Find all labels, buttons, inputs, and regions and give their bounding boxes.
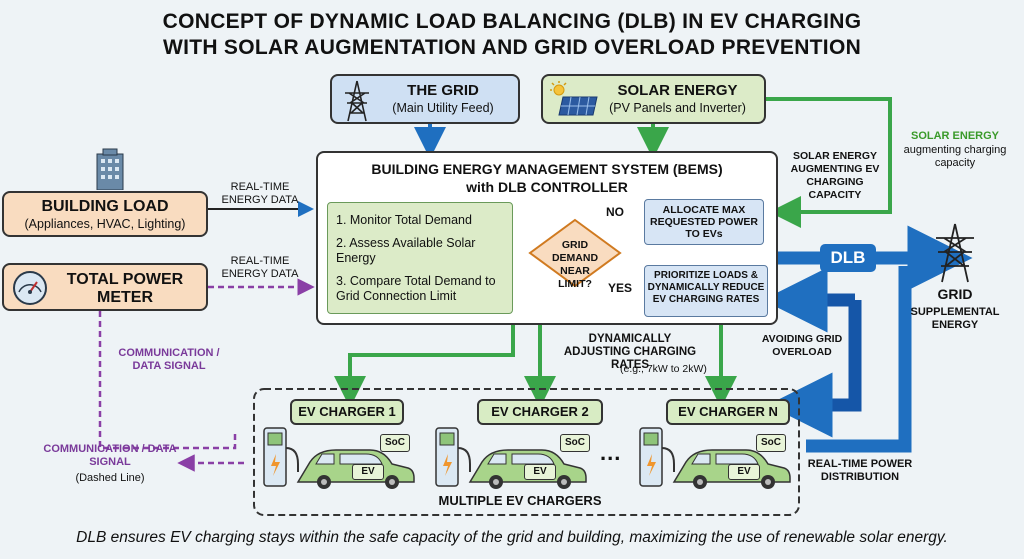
power-meter-box: TOTAL POWER METER	[2, 263, 208, 311]
step-monitor: 1. Monitor Total Demand	[336, 213, 472, 227]
grid-box-title: THE GRID	[407, 82, 479, 99]
solar-energy-green-label: SOLAR ENERGY	[910, 130, 999, 142]
charger-2-soc-badge: SoC	[560, 434, 590, 452]
comm-signal-line	[98, 311, 237, 450]
grid-source-box: THE GRID (Main Utility Feed)	[330, 74, 520, 124]
bems-title-line1: BUILDING ENERGY MANAGEMENT SYSTEM (BEMS)	[371, 161, 723, 177]
charger-n-graphic	[639, 427, 791, 489]
dlb-badge: DLB	[820, 244, 876, 272]
more-chargers-ellipsis: ...	[600, 440, 622, 465]
solar-source-box: SOLAR ENERGY (PV Panels and Inverter)	[541, 74, 766, 124]
bems-title-line2: with DLB CONTROLLER	[466, 179, 628, 195]
decision-yes-label: YES	[608, 281, 633, 295]
decision-no-label: NO	[606, 205, 624, 219]
solar-augment-label: SOLAR ENERGY AUGMENTING EV CHARGING CAPA…	[790, 150, 880, 201]
rt-data-label-2: REAL-TIME ENERGY DATA	[221, 255, 299, 280]
diagram-title-line2: WITH SOLAR AUGMENTATION AND GRID OVERLOA…	[162, 36, 862, 59]
solar-panel-icon	[550, 81, 598, 116]
legend-dashed-label: (Dashed Line)	[75, 472, 145, 484]
charger-1-ev-label: EV	[352, 464, 384, 480]
building-load-title: BUILDING LOAD	[41, 198, 169, 215]
step-assess-solar: 2. Assess Available Solar Energy	[336, 236, 476, 265]
rt-power-distribution-label: REAL-TIME POWER DISTRIBUTION	[807, 458, 913, 483]
decision-question: GRID DEMAND NEAR LIMIT?	[551, 239, 599, 290]
building-icon	[96, 148, 124, 190]
charger-1-title: EV CHARGER 1	[290, 399, 404, 425]
charger-2-title: EV CHARGER 2	[477, 399, 603, 425]
charger-1-soc-badge: SoC	[380, 434, 410, 452]
solar-box-title: SOLAR ENERGY	[617, 82, 738, 99]
avoiding-overload-label: AVOIDING GRID OVERLOAD	[761, 333, 843, 358]
footer-caption: DLB ensures EV charging stays within the…	[76, 529, 948, 546]
comm-signal-label: COMMUNICATION / DATA SIGNAL	[118, 347, 220, 372]
step-compare-limit: 3. Compare Total Demand to Grid Connecti…	[336, 274, 496, 303]
meter-title-line1: TOTAL POWER	[66, 271, 184, 288]
building-load-subtitle: (Appliances, HVAC, Lighting)	[24, 217, 186, 231]
dynamic-adjust-label: DYNAMICALLY ADJUSTING CHARGING RATES	[563, 333, 697, 371]
yes-action-box: PRIORITIZE LOADS & DYNAMICALLY REDUCE EV…	[644, 265, 768, 317]
charger-n-title: EV CHARGER N	[666, 399, 790, 425]
decision-diamond	[528, 218, 622, 288]
grid-right-title: GRID	[937, 286, 973, 302]
bems-to-charger1-arrow	[334, 325, 515, 408]
legend-comm-label: COMMUNICATION / DATA SIGNAL	[43, 443, 177, 468]
solar-augment-sub-label: augmenting charging capacity	[903, 144, 1007, 169]
no-action-box: ALLOCATE MAX REQUESTED POWER TO EVs	[644, 199, 764, 245]
dynamic-adjust-example: (e.g., 7kW to 2kW)	[620, 363, 707, 375]
meter-gauge-icon	[13, 271, 47, 305]
solar-augment-arrow	[765, 97, 892, 228]
grid-right-sub: SUPPLEMENTAL ENERGY	[910, 306, 1000, 331]
solar-box-subtitle: (PV Panels and Inverter)	[609, 101, 746, 115]
transmission-tower-icon	[345, 80, 369, 122]
avoid-overload-arrow-down	[767, 300, 862, 438]
meter-title-line2: METER	[97, 289, 153, 306]
chargers-group-box	[253, 388, 800, 516]
charger-n-ev-label: EV	[728, 464, 760, 480]
multiple-chargers-label: MULTIPLE EV CHARGERS	[438, 493, 602, 508]
rt-data-label-1: REAL-TIME ENERGY DATA	[221, 181, 299, 206]
grid-tower-icon	[936, 223, 974, 283]
bems-steps-panel: 1. Monitor Total Demand 2. Assess Availa…	[327, 202, 513, 314]
grid-box-subtitle: (Main Utility Feed)	[392, 101, 494, 115]
real-time-distribution-line	[806, 266, 912, 453]
diagram-title-line1: CONCEPT OF DYNAMIC LOAD BALANCING (DLB) …	[162, 10, 862, 33]
charger-n-soc-badge: SoC	[756, 434, 786, 452]
charger-2-ev-label: EV	[524, 464, 556, 480]
building-load-box: BUILDING LOAD (Appliances, HVAC, Lightin…	[2, 191, 208, 237]
